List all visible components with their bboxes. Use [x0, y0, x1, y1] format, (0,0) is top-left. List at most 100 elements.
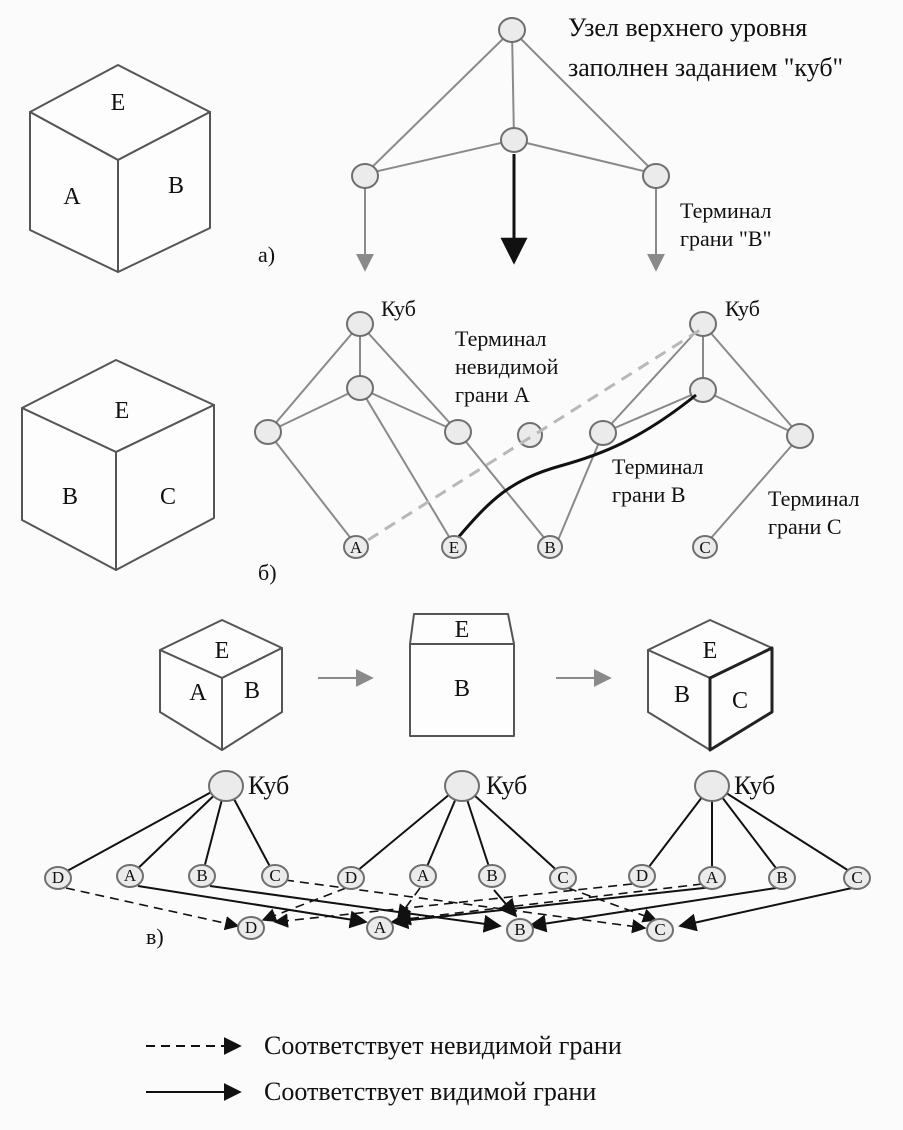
tree-b-left [254, 311, 551, 546]
cube-b-face-label: B [62, 484, 78, 510]
leaf-node [537, 535, 563, 559]
part-v-graph: Куб Куб Куб D A B C D A B C D A B C [44, 770, 871, 949]
terminal-note: грани "B" [680, 226, 771, 251]
child-node [116, 864, 144, 888]
tree-node [642, 163, 670, 189]
cube-face-label: E [455, 617, 470, 643]
child-label: B [486, 866, 497, 885]
child-node [768, 866, 796, 890]
tree-node [444, 419, 472, 445]
child-label: C [557, 868, 568, 887]
cube-label: Куб [248, 771, 289, 800]
dashed-link [367, 328, 701, 542]
front-cube: E B [409, 613, 515, 737]
child-label: D [345, 868, 357, 887]
cube-b-face-label: E [115, 398, 130, 424]
hidden-terminal-note: невидимой [455, 354, 559, 379]
part-b: E B C [21, 296, 859, 585]
cube-face-label: B [244, 678, 260, 704]
cube-face-label: C [732, 688, 748, 714]
cube-b: E B C [21, 359, 215, 571]
leaf-node [343, 535, 369, 559]
tree-node [254, 419, 282, 445]
solid-arrow [137, 885, 368, 929]
solid-arrow [528, 887, 777, 933]
leaf-label: E [449, 538, 459, 557]
bottom-node [237, 916, 265, 940]
leaf-label: C [699, 538, 710, 557]
leaf-label: A [350, 538, 363, 557]
child-node [478, 864, 506, 888]
legend: Соответствует невидимой грани Соответств… [146, 1031, 622, 1106]
cube-b-face-label: C [160, 484, 176, 510]
solid-arrow [678, 887, 853, 932]
caption-a: а) [258, 242, 275, 267]
tree-node [346, 311, 374, 337]
tree-node [786, 423, 814, 449]
terminal-b-note: грани B [612, 482, 686, 507]
child-label: A [706, 868, 719, 887]
small-cube: E B C [647, 619, 774, 752]
child-node [628, 864, 656, 888]
terminal-c-note: Терминал [768, 486, 859, 511]
part-a: E A B Узел верхнего уровня заполнен зада… [29, 13, 843, 273]
cube-a-face-label: B [168, 173, 184, 199]
bottom-label: B [514, 920, 525, 939]
child-node [409, 864, 437, 888]
bottom-label: D [245, 918, 257, 937]
caption-v: в) [146, 924, 164, 949]
tree-b-right [555, 311, 814, 546]
child-label: D [636, 866, 648, 885]
child-label: A [124, 866, 137, 885]
child-node [188, 864, 216, 888]
top-node-note: Узел верхнего уровня [568, 13, 807, 42]
terminal-note: Терминал [680, 198, 771, 223]
solid-link [454, 393, 697, 541]
bottom-label: A [374, 918, 387, 937]
cube-face-label: E [703, 638, 718, 664]
leaf-label: B [544, 538, 555, 557]
cube-face-label: B [674, 682, 690, 708]
cube-label: Куб [725, 296, 760, 321]
cube-face-label: A [189, 680, 207, 706]
child-label: B [776, 868, 787, 887]
dashed-arrow [65, 887, 240, 931]
caption-b: б) [258, 560, 277, 585]
terminal-c-note: грани C [768, 514, 842, 539]
child-node [261, 864, 289, 888]
cube-face-label: B [454, 676, 470, 702]
child-node [44, 866, 72, 890]
bottom-label: C [654, 920, 665, 939]
child-label: B [196, 866, 207, 885]
tree-node [498, 17, 526, 43]
child-node [337, 866, 365, 890]
tree-node [351, 163, 379, 189]
tree-node [346, 375, 374, 401]
cube-label: Куб [381, 296, 416, 321]
child-label: D [52, 868, 64, 887]
cube-label: Куб [734, 771, 775, 800]
solid-arrow [390, 885, 723, 930]
cube-a-right-face [117, 111, 211, 273]
cube-a: E A B [29, 64, 211, 273]
cube-face-label: E [215, 638, 230, 664]
tree-node [689, 311, 717, 337]
legend-dashed-text: Соответствует невидимой грани [264, 1031, 622, 1060]
bottom-node [646, 918, 674, 942]
terminal-b-note: Терминал [612, 454, 703, 479]
child-node [549, 866, 577, 890]
dashed-arrow [567, 887, 658, 923]
cube-a-face-label: A [63, 184, 81, 210]
bottom-node [366, 916, 394, 940]
dashed-arrow [396, 883, 703, 926]
cube-node [208, 770, 244, 802]
leaf-node [441, 535, 467, 559]
child-label: C [269, 866, 280, 885]
cube-node [694, 770, 730, 802]
leaf-node [692, 535, 718, 559]
legend-solid-text: Соответствует видимой грани [264, 1077, 596, 1106]
cube-b-right-face [115, 404, 215, 571]
cube-sequence: E A B E B E B C [159, 613, 774, 752]
hidden-terminal-note: Терминал [455, 326, 546, 351]
